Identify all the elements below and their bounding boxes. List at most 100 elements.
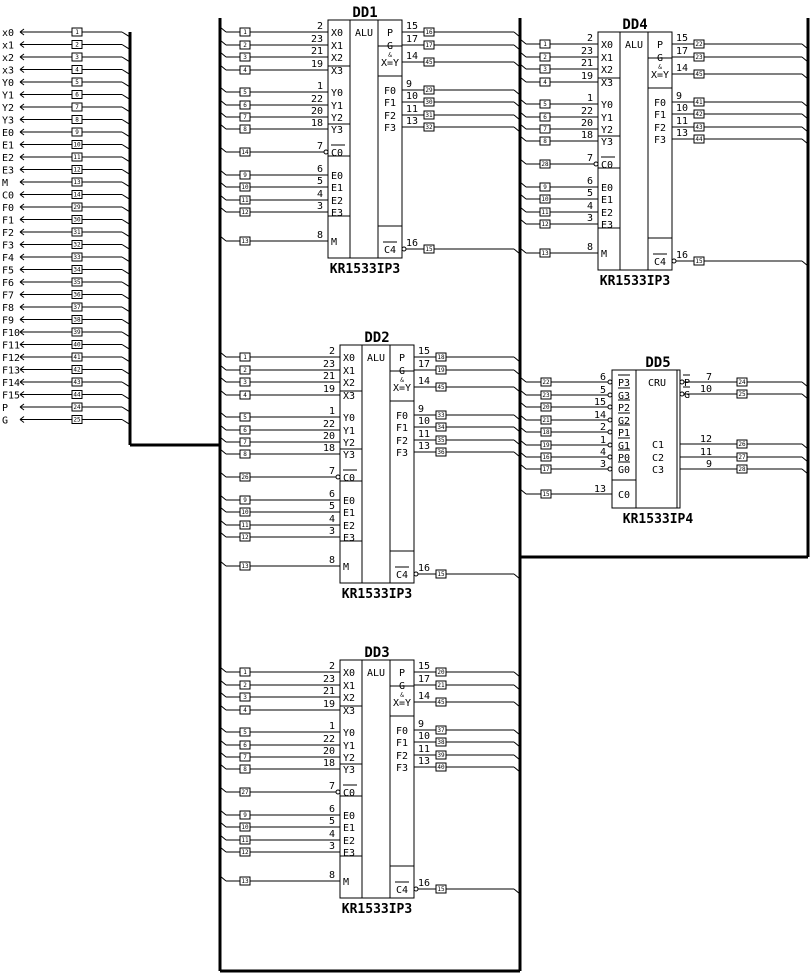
pin-number: 10	[418, 731, 430, 742]
bus-entry	[121, 169, 131, 175]
chip-part-number: KR1533IP3	[600, 274, 670, 289]
signal-label: F3	[2, 241, 14, 252]
pin-label: Y3	[601, 137, 613, 148]
net-number-box	[435, 422, 447, 432]
signal-label: x3	[2, 66, 14, 77]
pin-number: 11	[676, 116, 688, 127]
net-number-box	[693, 52, 705, 62]
chip-designator: DD4	[622, 17, 647, 33]
pin-number: 22	[581, 106, 593, 117]
pin-label: M	[601, 249, 607, 260]
net-number-label: 3	[543, 66, 547, 73]
pin-number: 2	[329, 661, 335, 672]
pin-number: 10	[418, 416, 430, 427]
bus-entry	[219, 448, 227, 455]
net-number-label: 29	[425, 87, 433, 94]
net-number-box	[239, 495, 251, 505]
pin-number: 20	[581, 118, 593, 129]
pin-number: 21	[581, 58, 593, 69]
bus-entry	[121, 319, 131, 325]
pin-number: 23	[581, 46, 593, 57]
bus-entry	[219, 376, 227, 383]
signal-label: E1	[2, 141, 14, 152]
net-number-label: 12	[241, 209, 249, 216]
net-number-label: 15	[542, 491, 550, 498]
chip-body	[327, 19, 403, 259]
net-number-label: 14	[73, 192, 81, 199]
net-number-label: 3	[75, 54, 79, 61]
pin-number: 5	[329, 816, 335, 827]
bus-entry	[219, 39, 227, 46]
pin-label: X2	[601, 65, 613, 76]
net-number-box	[539, 194, 551, 204]
pin-number: 23	[323, 359, 335, 370]
chip-designator: DD5	[645, 355, 670, 371]
pin-number: 3	[600, 459, 606, 470]
bus-entry	[219, 436, 227, 443]
net-number-label: 25	[73, 417, 81, 424]
net-number-box	[539, 99, 551, 109]
bus-entry	[219, 763, 227, 770]
bus-entry	[219, 506, 227, 513]
net-number-box	[693, 69, 705, 79]
pin-label: F2	[396, 751, 408, 762]
pin-label: Y0	[343, 413, 355, 424]
pin-number: 23	[311, 34, 323, 45]
net-number-label: 22	[542, 379, 550, 386]
pin-number: 2	[600, 422, 606, 433]
pin-number: 11	[418, 429, 430, 440]
net-number-label: 10	[73, 142, 81, 149]
net-number-box	[435, 352, 447, 362]
bus-entry	[121, 106, 131, 113]
bus-entry	[513, 701, 521, 708]
bus-entry	[121, 144, 131, 150]
pin-label: G	[399, 366, 405, 377]
bus-entry	[513, 888, 521, 895]
signal-label: M	[2, 178, 8, 189]
net-number-label: 24	[738, 379, 746, 386]
net-number-label: 4	[75, 67, 79, 74]
net-number-box	[435, 410, 447, 420]
net-number-box	[540, 415, 552, 425]
signal-label: Y1	[2, 91, 14, 102]
pin-number: 6	[587, 176, 593, 187]
bus-entry	[513, 729, 521, 736]
signal-label: E3	[2, 166, 14, 177]
pin-label: G	[684, 390, 690, 401]
net-number-label: 6	[243, 427, 247, 434]
bus-entry	[219, 235, 227, 242]
bus-entry	[519, 401, 527, 408]
net-number-label: 34	[73, 267, 81, 274]
net-number-box	[239, 65, 251, 75]
pin-label: X3	[601, 78, 613, 89]
bus-entry	[801, 393, 809, 400]
net-number-label: 8	[243, 451, 247, 458]
bus-entry	[121, 256, 131, 263]
net-number-label: 43	[73, 379, 81, 386]
net-number-label: 42	[73, 367, 81, 374]
net-number-label: 26	[738, 441, 746, 448]
pin-number: 5	[587, 188, 593, 199]
